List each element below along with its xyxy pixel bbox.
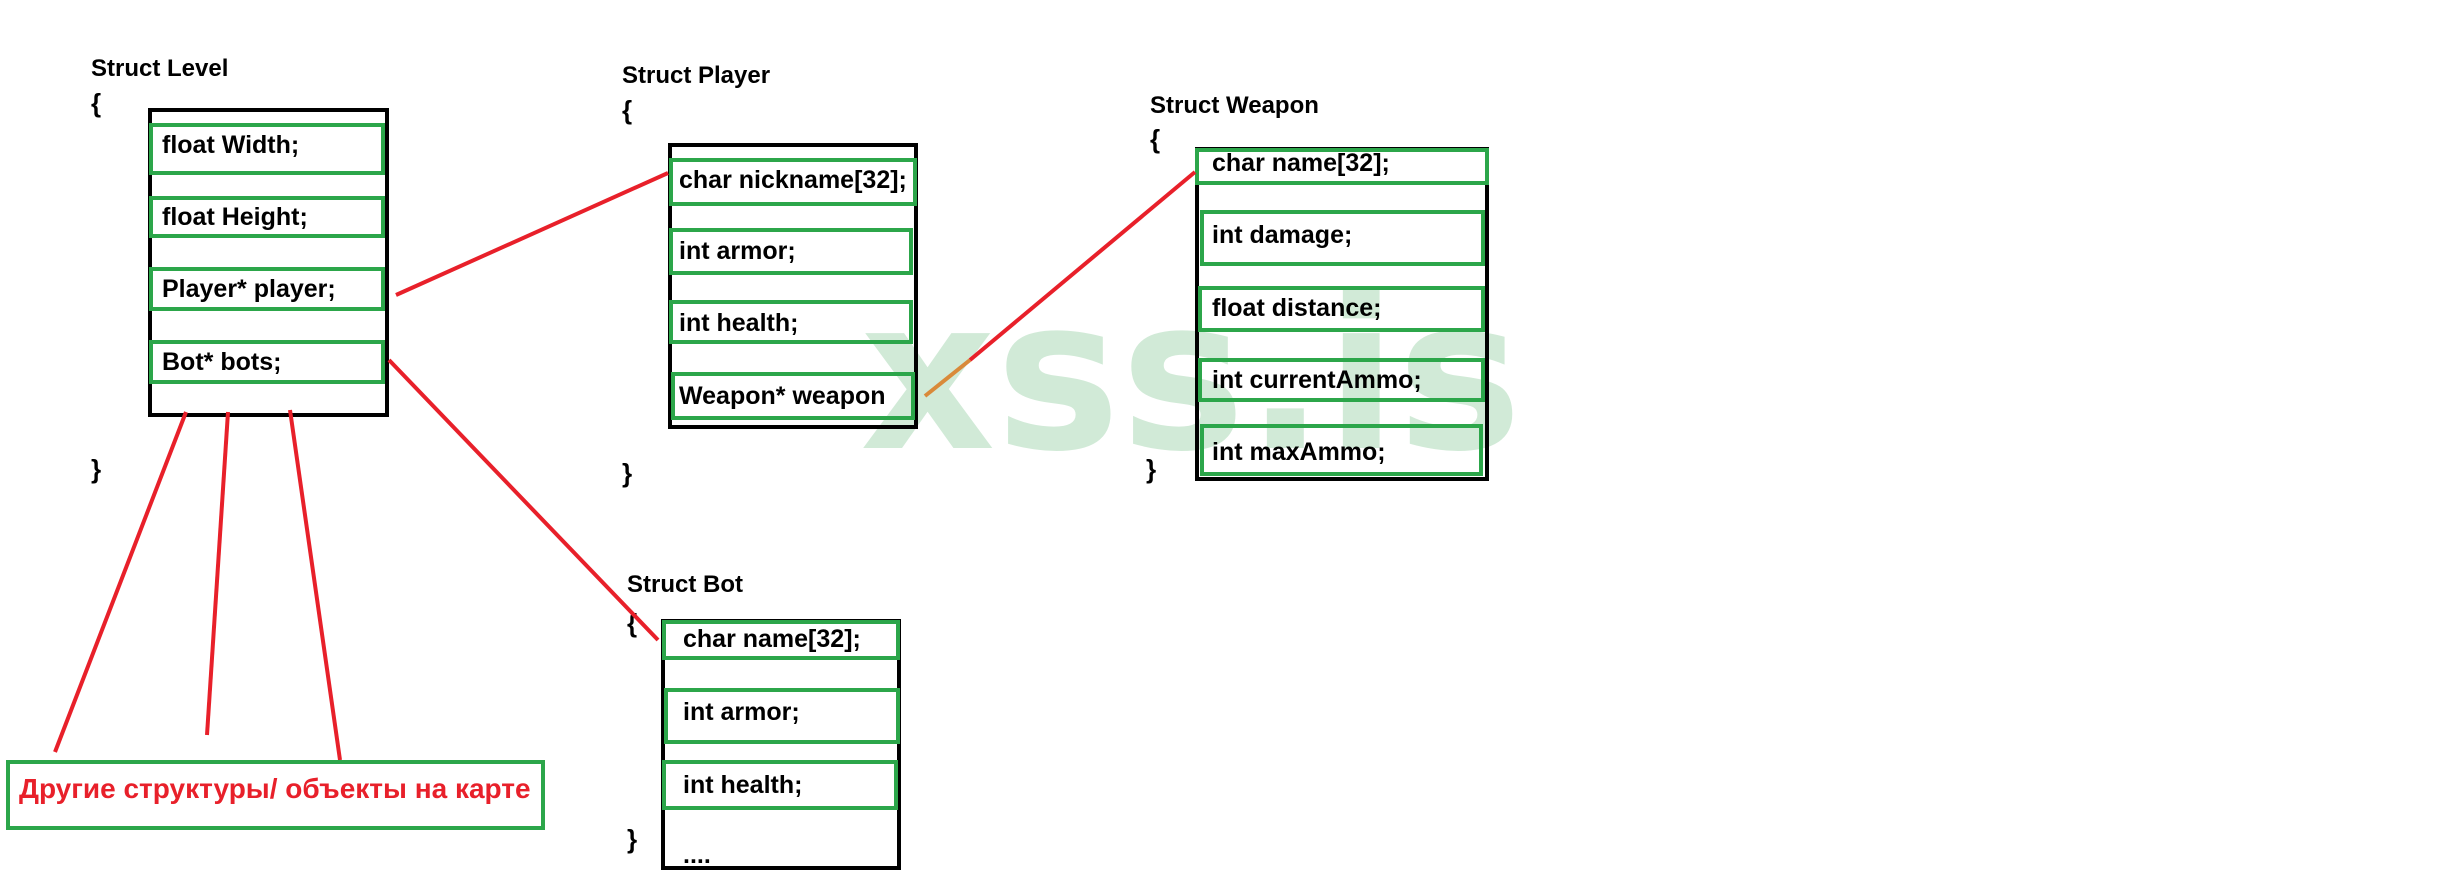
- weapon-field-box-current-ammo: [1198, 358, 1485, 402]
- player-field-nickname: char nickname[32];: [679, 166, 907, 194]
- struct-level: Struct Level { float Width; float Height…: [91, 55, 389, 484]
- level-field-player: Player* player;: [162, 275, 336, 303]
- bot-field-armor: int armor;: [683, 698, 800, 726]
- struct-weapon-open-brace: {: [1150, 124, 1160, 154]
- weapon-field-box-damage: [1200, 210, 1485, 266]
- struct-bot-open-brace: {: [627, 608, 637, 638]
- struct-player-close-brace: }: [622, 458, 632, 488]
- struct-weapon-close-brace: }: [1146, 454, 1156, 484]
- watermark-text: xss.is: [860, 253, 1522, 498]
- link-level-to-others-1: [53, 411, 188, 753]
- weapon-field-box-distance: [1198, 286, 1485, 332]
- player-field-weapon: Weapon* weapon: [679, 382, 886, 410]
- weapon-field-current-ammo: int currentAmmo;: [1212, 366, 1422, 394]
- level-field-box-width: [149, 123, 385, 175]
- struct-level-open-brace: {: [91, 88, 101, 118]
- struct-level-close-brace: }: [91, 454, 101, 484]
- weapon-field-max-ammo: int maxAmmo;: [1212, 438, 1386, 466]
- bot-field-name: char name[32];: [683, 625, 861, 653]
- link-level-to-others-2: [205, 411, 230, 736]
- struct-weapon: Struct Weapon { char name[32]; int damag…: [1146, 92, 1489, 484]
- bot-field-health: int health;: [683, 771, 802, 799]
- bot-field-box-name: [662, 620, 900, 660]
- link-weapon-to-struct-weapon-start: [923, 358, 972, 398]
- level-field-box-player: [149, 267, 385, 311]
- weapon-field-distance: float distance;: [1212, 294, 1381, 322]
- level-field-width: float Width;: [162, 131, 299, 159]
- bot-field-box-armor: [664, 688, 900, 744]
- connectors: [53, 170, 1197, 761]
- struct-weapon-title: Struct Weapon: [1150, 92, 1319, 119]
- player-field-box-nickname: [669, 158, 917, 206]
- struct-player-title: Struct Player: [622, 62, 770, 89]
- bot-field-more: ....: [683, 841, 711, 869]
- note-box: [6, 760, 545, 830]
- player-field-health: int health;: [679, 309, 798, 337]
- struct-player-open-brace: {: [622, 95, 632, 125]
- player-field-box-armor: [669, 228, 913, 275]
- struct-player: Struct Player { char nickname[32]; int a…: [622, 62, 918, 488]
- struct-player-box: [668, 143, 918, 429]
- link-bots-to-struct-bot: [387, 358, 660, 642]
- player-field-box-weapon: [671, 372, 915, 420]
- weapon-field-box-max-ammo: [1200, 424, 1483, 476]
- note-text: Другие структуры/ объекты на карте: [19, 773, 531, 804]
- link-level-to-others-3: [288, 409, 342, 761]
- player-field-armor: int armor;: [679, 237, 796, 265]
- link-player-to-struct-player: [395, 171, 669, 297]
- link-weapon-to-struct-weapon: [968, 170, 1197, 362]
- weapon-field-name: char name[32];: [1212, 149, 1390, 177]
- other-objects-note: Другие структуры/ объекты на карте: [6, 760, 545, 830]
- level-field-box-bots: [149, 340, 385, 384]
- bot-field-box-health: [662, 760, 898, 810]
- struct-bot-close-brace: }: [627, 824, 637, 854]
- player-field-box-health: [669, 300, 913, 344]
- weapon-field-damage: int damage;: [1212, 221, 1352, 249]
- struct-level-title: Struct Level: [91, 55, 228, 82]
- level-field-height: float Height;: [162, 203, 308, 231]
- struct-bot: Struct Bot { char name[32]; int armor; i…: [627, 571, 901, 870]
- level-field-bots: Bot* bots;: [162, 348, 281, 376]
- weapon-field-box-name: [1195, 148, 1489, 185]
- struct-level-box: [148, 108, 389, 417]
- level-field-box-height: [149, 196, 385, 238]
- struct-bot-title: Struct Bot: [627, 571, 743, 598]
